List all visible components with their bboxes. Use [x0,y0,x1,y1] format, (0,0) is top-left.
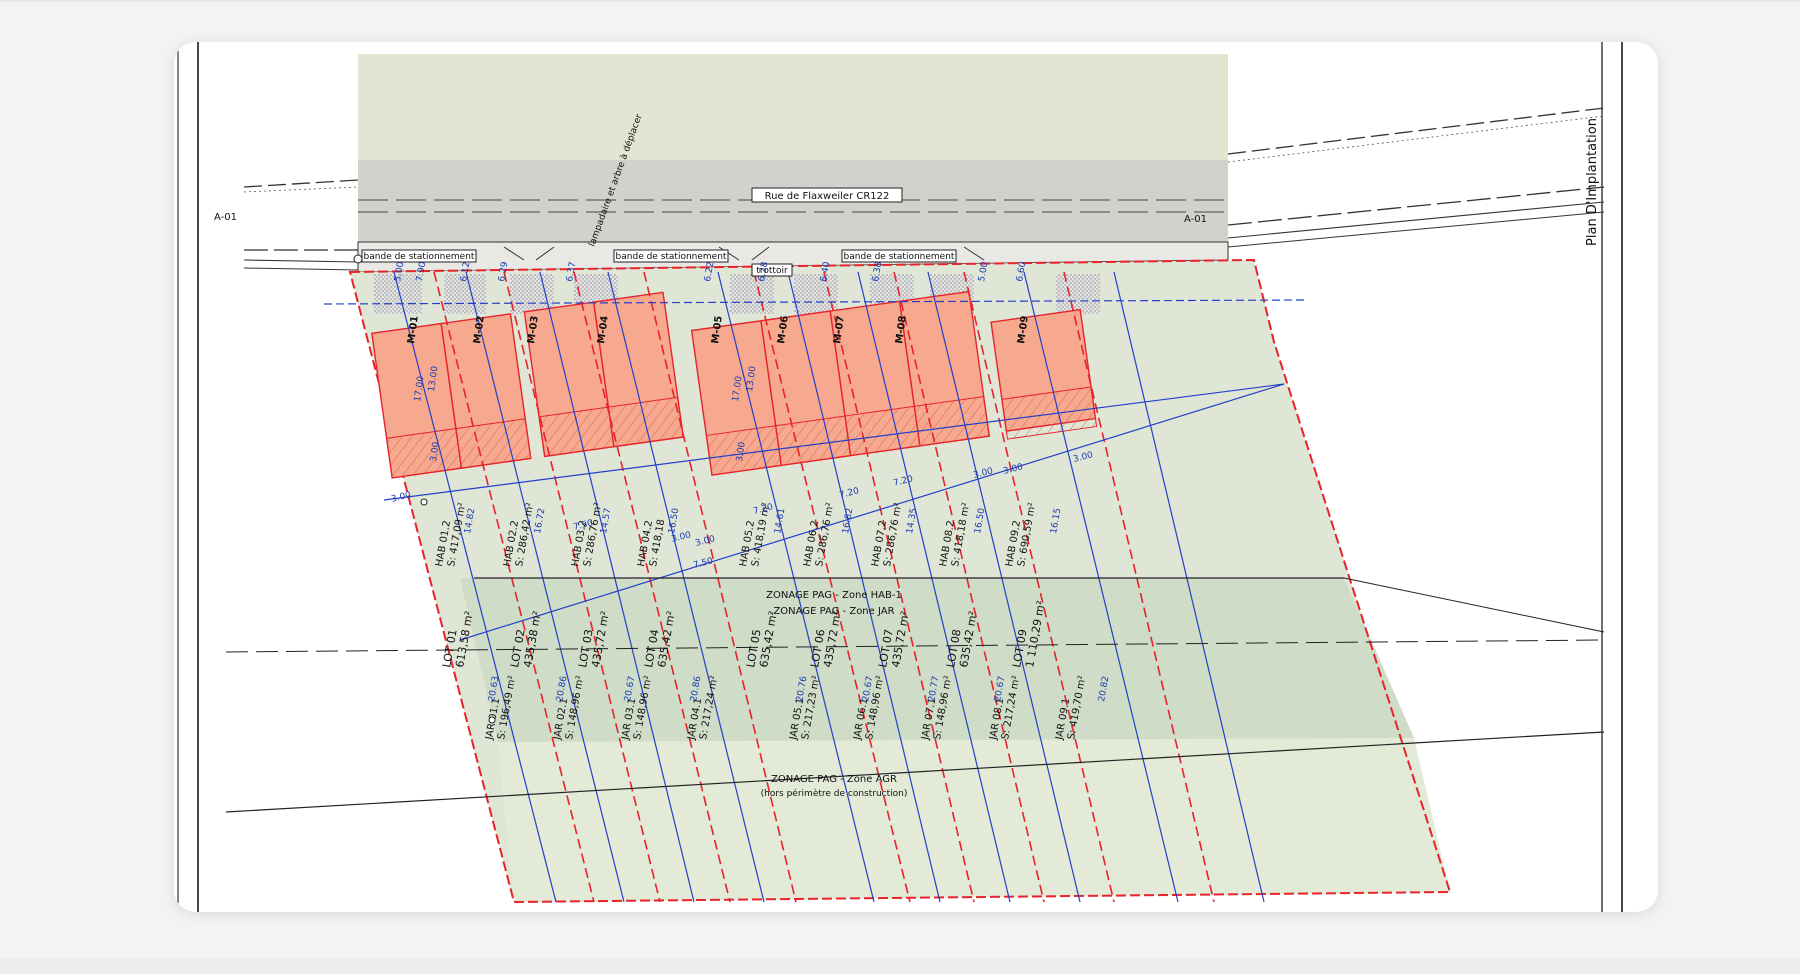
front-dimension: 6.12 [459,261,472,282]
front-dimension: 6.37 [565,261,578,282]
front-dimension: 6.38 [871,261,884,283]
mid-dimension: 16.15 [1049,507,1063,534]
front-dimension: 5.00 [977,261,990,283]
mid-dimension: 14.61 [773,507,787,534]
rear-dimension: 20.67 [861,675,875,702]
house-labels: M-01 M-02 M-03 M-04 M-05 M-06 M-07 M-08 M-09 [406,315,1031,344]
house-dimension: 3.00 [429,441,442,463]
rear-dimension: 20.86 [555,675,569,702]
house-dimension: 13.00 [427,365,441,392]
side-dimension: 3.00 [694,534,716,549]
side-dimension: 3.00 [972,466,994,481]
section-marker-right: A-01 [1184,214,1207,225]
side-dimension: 3.00 [670,530,692,545]
rear-dimension: 20.67 [623,675,637,702]
plan-card: Plan D'Implantation Rue de Flaxweiler CR… [174,42,1658,912]
house-dimension: 13.00 [745,365,759,392]
top-divider [0,0,1800,2]
street-label: Rue de Flaxweiler CR122 [751,187,903,203]
side-dimension: 7.20 [752,502,774,517]
sidewalk-label: trottoir [756,266,788,276]
side-dimension: 7.20 [892,474,914,489]
mid-dimension: 16.82 [841,507,855,534]
survey-markers [353,254,496,724]
side-dimension: 7.50 [572,518,594,533]
front-dimension: 5.00 [393,261,406,283]
site-plan-drawing: Plan D'Implantation Rue de Flaxweiler CR… [177,42,1623,912]
mid-dimension: 16.50 [973,507,987,534]
front-setback-areas [374,274,1100,314]
zone-agr-label: ZONAGE PAG - Zone AGR [771,774,897,785]
house-dimension: 17.00 [731,375,745,402]
house-dimension: 17.00 [413,375,427,402]
zone-boundaries [225,577,1605,813]
plan-title: Plan D'Implantation [1585,118,1600,246]
side-dimension: 3.00 [390,490,412,505]
parking-label-2: bande de stationnement [616,252,727,262]
front-dimension: 7.90 [415,261,428,283]
rear-dimension: 20.82 [1097,675,1111,702]
side-dimension: 3.00 [1002,462,1024,477]
dimension-lines [323,271,1305,903]
parking-labels: bande de stationnement bande de stationn… [361,249,957,277]
zone-agr-note: (hors périmètre de construction) [761,788,908,799]
parking-label-1: bande de stationnement [364,252,475,262]
rear-dimension: 20.77 [927,675,941,702]
mid-dimension: 14.82 [463,507,477,534]
zone-jar-label: ZONAGE PAG - Zone JAR [773,606,894,617]
mid-dimension: 14.35 [905,507,919,534]
rear-dimension: 20.76 [795,675,809,702]
bottom-bar [0,958,1800,974]
house-footprints [371,290,1098,479]
house-label: M-08 [894,315,909,344]
front-dimension: 6.22 [703,261,716,282]
parking-label-3: bande de stationnement [844,252,955,262]
front-dimension: 6.29 [497,261,510,283]
road [243,107,1605,271]
house-label: M-04 [596,315,611,344]
house-dimension: 3.00 [735,441,748,463]
front-dimension: 6.28 [757,261,770,283]
mid-dimension: 16.72 [533,507,547,534]
rear-dimension: 20.67 [993,675,1007,702]
side-dimension: 7.50 [692,556,714,571]
side-dimension: 3.00 [1072,450,1094,465]
mid-dimension: 16.50 [667,507,681,534]
house-label: M-07 [832,315,847,344]
mid-dimension: 14.57 [599,507,613,534]
house-label: M-06 [776,315,791,344]
rear-dimension: 20.63 [487,675,501,702]
house-label: M-09 [1016,315,1031,344]
rear-dimension: 20.86 [689,675,703,702]
front-dimension: 6.60 [1015,261,1028,283]
house-label: M-01 [406,315,421,344]
house-label: M-02 [472,315,487,344]
side-dimension: 7.20 [838,486,860,501]
house-label: M-05 [710,315,725,344]
lot-boundaries [433,271,1215,903]
street-name: Rue de Flaxweiler CR122 [765,191,890,202]
dimension-labels: 5.00 7.90 6.12 6.29 6.37 6.22 6.28 6.40 6.38 5.00… [390,261,1111,703]
house-label: M-03 [526,315,541,344]
zone-hab-label: ZONAGE PAG - Zone HAB-1 [766,590,902,601]
section-marker-left: A-01 [214,212,237,223]
front-dimension: 6.40 [819,261,832,283]
